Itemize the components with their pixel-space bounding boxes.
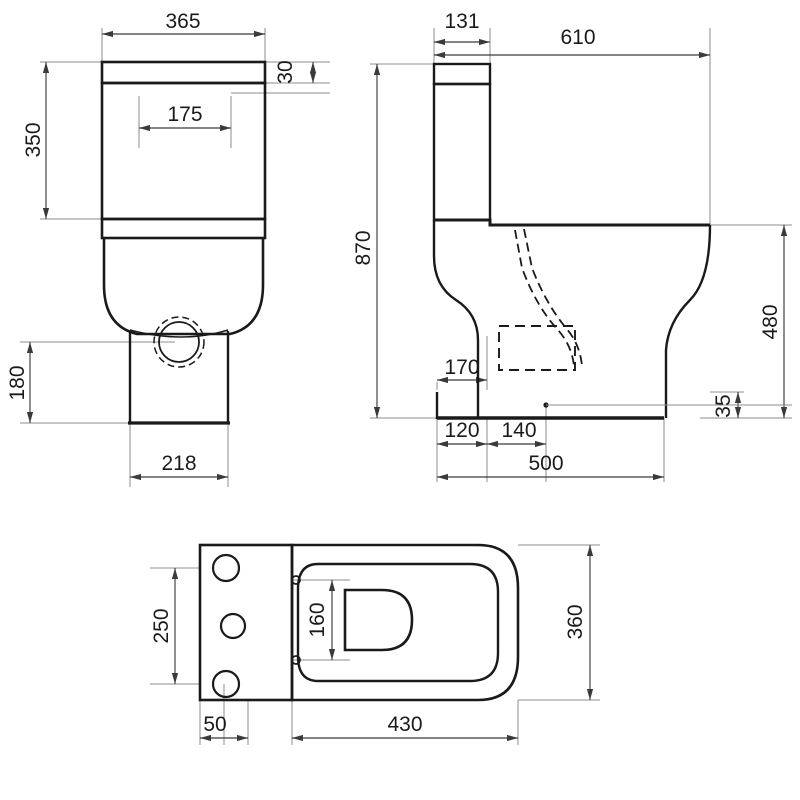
side-bowl-left-contour xyxy=(432,220,480,418)
dim-text-140: 140 xyxy=(501,419,536,442)
dim-text-500: 500 xyxy=(528,452,563,475)
plan-seat-fixing-bottom xyxy=(291,655,301,665)
front-cistern-band xyxy=(100,217,267,240)
plan-fixing-hole-middle xyxy=(219,612,247,640)
side-cistern-lid xyxy=(432,62,492,86)
side-trapway-hidden-a xyxy=(514,229,575,367)
front-cistern-lid xyxy=(100,60,267,85)
front-outlet-circle-outer xyxy=(153,316,205,368)
dim-text-30: 30 xyxy=(274,60,297,83)
dim-text-175: 175 xyxy=(167,103,202,126)
plan-fixing-hole-top xyxy=(211,553,241,583)
dim-text-250: 250 xyxy=(150,608,173,643)
dim-text-160: 160 xyxy=(306,602,329,637)
dim-text-120: 120 xyxy=(444,419,479,442)
front-bowl-lip xyxy=(129,329,229,338)
front-bowl xyxy=(102,238,265,336)
side-cistern-body xyxy=(432,82,492,222)
plan-fixing-hole-bottom xyxy=(211,669,241,699)
front-outlet-circle-inner xyxy=(158,321,200,363)
dim-text-218: 218 xyxy=(161,452,196,475)
dim-text-180: 180 xyxy=(6,365,29,400)
plan-seat-inner-outline xyxy=(296,562,500,683)
side-elevation-view xyxy=(432,62,792,420)
dimension-layer xyxy=(26,30,788,742)
front-pedestal xyxy=(128,331,230,425)
dim-text-870: 870 xyxy=(352,230,375,265)
dim-text-350: 350 xyxy=(22,122,45,157)
extension-lines-layer xyxy=(20,28,792,745)
dimension-text-layer: 365 350 30 175 180 218 131 610 870 480 3… xyxy=(6,10,782,736)
dim-text-365: 365 xyxy=(165,10,200,33)
plan-seat-fixing-top xyxy=(291,575,301,585)
dim-text-360: 360 xyxy=(564,604,587,639)
dim-text-35: 35 xyxy=(712,394,735,417)
plan-view xyxy=(198,543,520,702)
dim-text-50: 50 xyxy=(203,713,226,736)
side-trapway-hidden-b xyxy=(523,228,583,367)
dim-text-610: 610 xyxy=(560,26,595,49)
plan-pan-outline xyxy=(290,543,520,702)
side-bowl-top xyxy=(434,218,710,227)
side-bowl-right-contour xyxy=(664,224,712,418)
dim-text-480: 480 xyxy=(759,304,782,339)
side-outlet-hidden-box xyxy=(498,325,576,371)
dim-text-170: 170 xyxy=(444,356,479,379)
dim-text-131: 131 xyxy=(444,10,479,33)
front-elevation-view xyxy=(100,60,267,425)
dim-text-430: 430 xyxy=(387,713,422,736)
plan-seat-opening xyxy=(343,588,414,652)
